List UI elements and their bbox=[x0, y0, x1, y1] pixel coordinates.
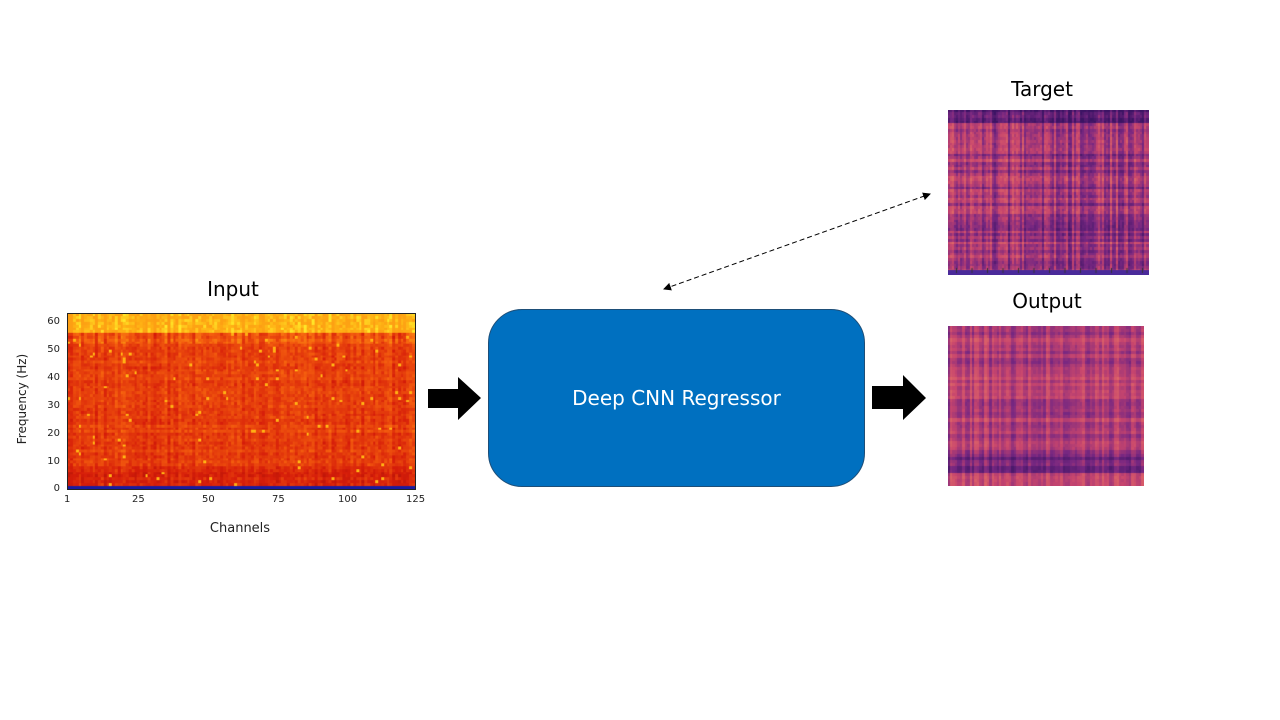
target-spectrogram bbox=[948, 110, 1149, 275]
loss-comparison-arrow bbox=[663, 192, 931, 291]
xtick-75: 75 bbox=[272, 494, 285, 505]
input-ylabel: Frequency (Hz) bbox=[15, 353, 29, 445]
output-spectrogram bbox=[948, 326, 1144, 486]
input-spectrogram bbox=[67, 313, 416, 490]
ytick-60: 60 bbox=[47, 316, 60, 327]
cnn-regressor-box: Deep CNN Regressor bbox=[488, 309, 865, 487]
input-title: Input bbox=[207, 277, 259, 301]
xtick-50: 50 bbox=[202, 494, 215, 505]
ytick-30: 30 bbox=[47, 400, 60, 411]
ytick-10: 10 bbox=[47, 456, 60, 467]
ytick-40: 40 bbox=[47, 372, 60, 383]
xtick-100: 100 bbox=[338, 494, 358, 505]
target-title: Target bbox=[1011, 77, 1073, 101]
input-to-model-arrow bbox=[428, 377, 481, 420]
output-title: Output bbox=[1012, 289, 1082, 313]
ytick-20: 20 bbox=[47, 428, 60, 439]
input-yticks: 60 50 40 30 20 10 0 bbox=[28, 313, 64, 494]
xtick-125: 125 bbox=[406, 494, 426, 505]
input-xlabel: Channels bbox=[209, 521, 271, 536]
cnn-regressor-label: Deep CNN Regressor bbox=[572, 386, 781, 410]
xtick-1: 1 bbox=[64, 494, 71, 505]
model-to-output-arrow bbox=[872, 375, 926, 420]
xtick-25: 25 bbox=[132, 494, 145, 505]
input-xticks: 1 25 50 75 100 125 bbox=[0, 494, 440, 510]
ytick-0: 0 bbox=[53, 483, 60, 494]
ytick-50: 50 bbox=[47, 344, 60, 355]
